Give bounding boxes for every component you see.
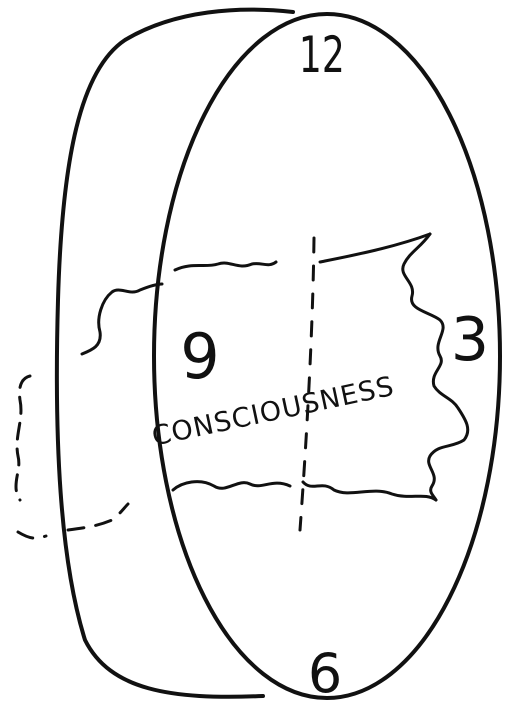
band-upper-edge <box>175 262 276 270</box>
band-rim-lower-dashed <box>18 504 128 538</box>
hour-6-label: 6 <box>308 642 342 705</box>
clock-back-rim <box>57 10 293 697</box>
band-lower-edge <box>173 482 290 490</box>
band-lower-edge-right <box>303 482 436 500</box>
hour-12-label: 12 <box>299 27 345 84</box>
hour-9-label: 9 <box>180 320 219 393</box>
band-upper-edge-right <box>320 234 430 262</box>
hour-3-label: 3 <box>451 305 489 375</box>
band-rim-upper <box>82 284 162 354</box>
band-rim-left-dashed <box>16 376 30 500</box>
